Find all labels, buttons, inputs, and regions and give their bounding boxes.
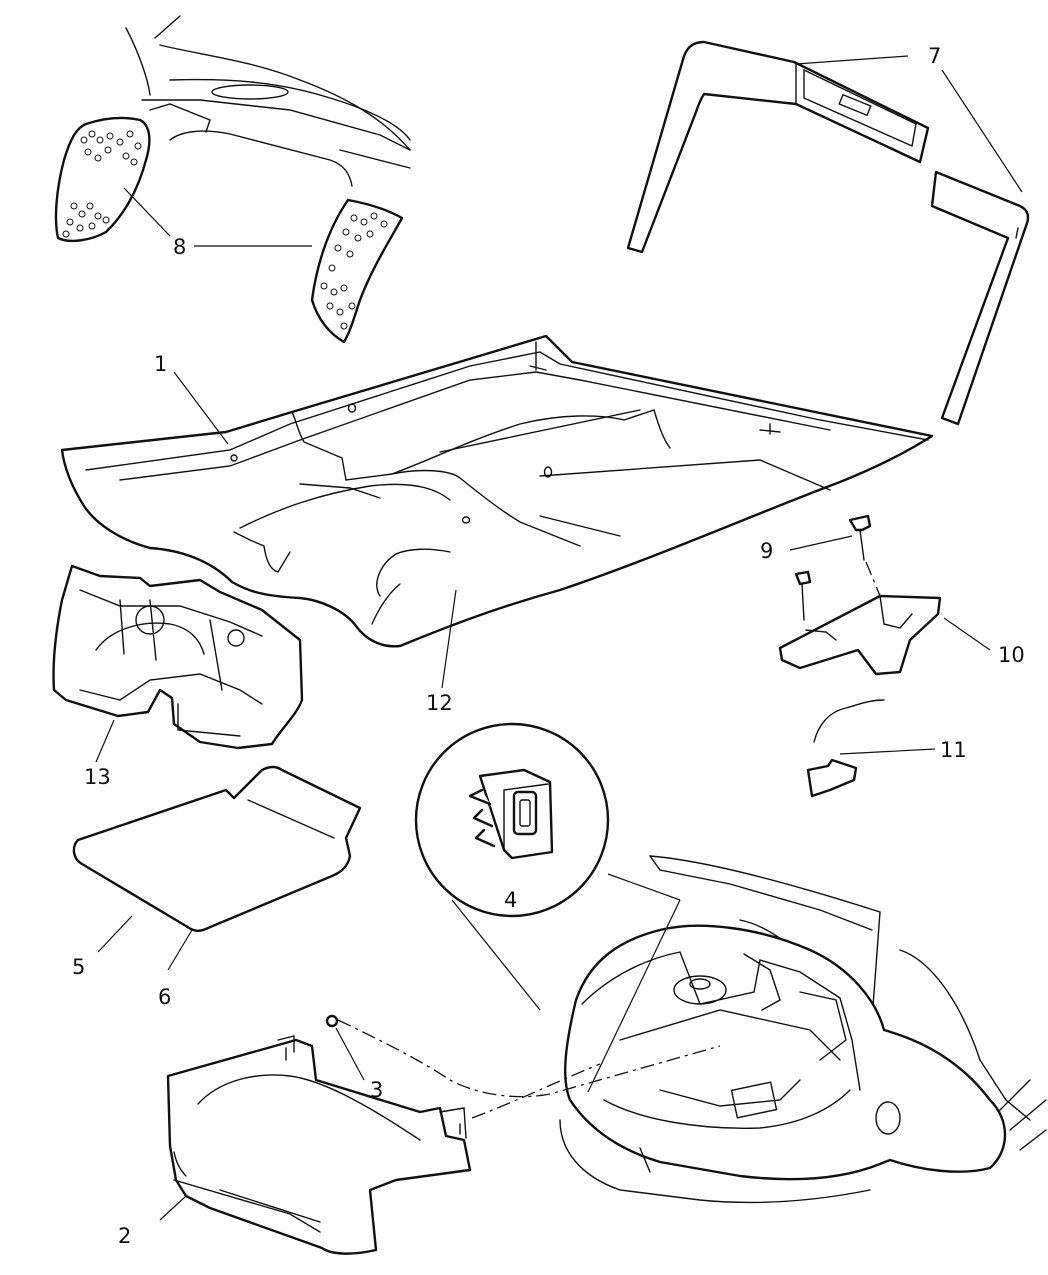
leader-lines: [95, 55, 1023, 1221]
callout-5: 5: [72, 955, 85, 979]
dash-insulator: [52, 564, 304, 750]
callout-4: 4: [504, 888, 517, 912]
floor-carpet: [60, 334, 934, 648]
floor-mat: [72, 765, 362, 932]
callout-3: 3: [370, 1078, 383, 1102]
sound-insulator-right: [310, 198, 404, 344]
trunk-trim-panels: [626, 40, 1030, 426]
callout-13: 13: [84, 765, 111, 789]
callout-10: 10: [998, 643, 1025, 667]
callout-12: 12: [426, 691, 453, 715]
callout-1: 1: [154, 352, 167, 376]
trunk-carpet: [166, 1014, 472, 1255]
callout-9: 9: [760, 539, 773, 563]
callout-labels: 1 2 3 4 5 6 7 8 9 10 11 12 13: [72, 44, 1025, 1248]
callout-7: 7: [928, 44, 941, 68]
insulator-dot-pattern-right: [320, 212, 388, 330]
rear-interior-illustration: [125, 15, 411, 187]
vehicle-trunk-illustration: [559, 855, 1047, 1204]
bracket-assembly: [778, 514, 942, 798]
insulator-dot-pattern-left: [62, 130, 142, 238]
callout-6: 6: [158, 985, 171, 1009]
callout-8: 8: [173, 235, 186, 259]
sound-insulator-left: [54, 116, 151, 243]
callout-11: 11: [940, 738, 967, 762]
callout-2: 2: [118, 1224, 131, 1248]
clip-detail-circle: [414, 722, 610, 918]
